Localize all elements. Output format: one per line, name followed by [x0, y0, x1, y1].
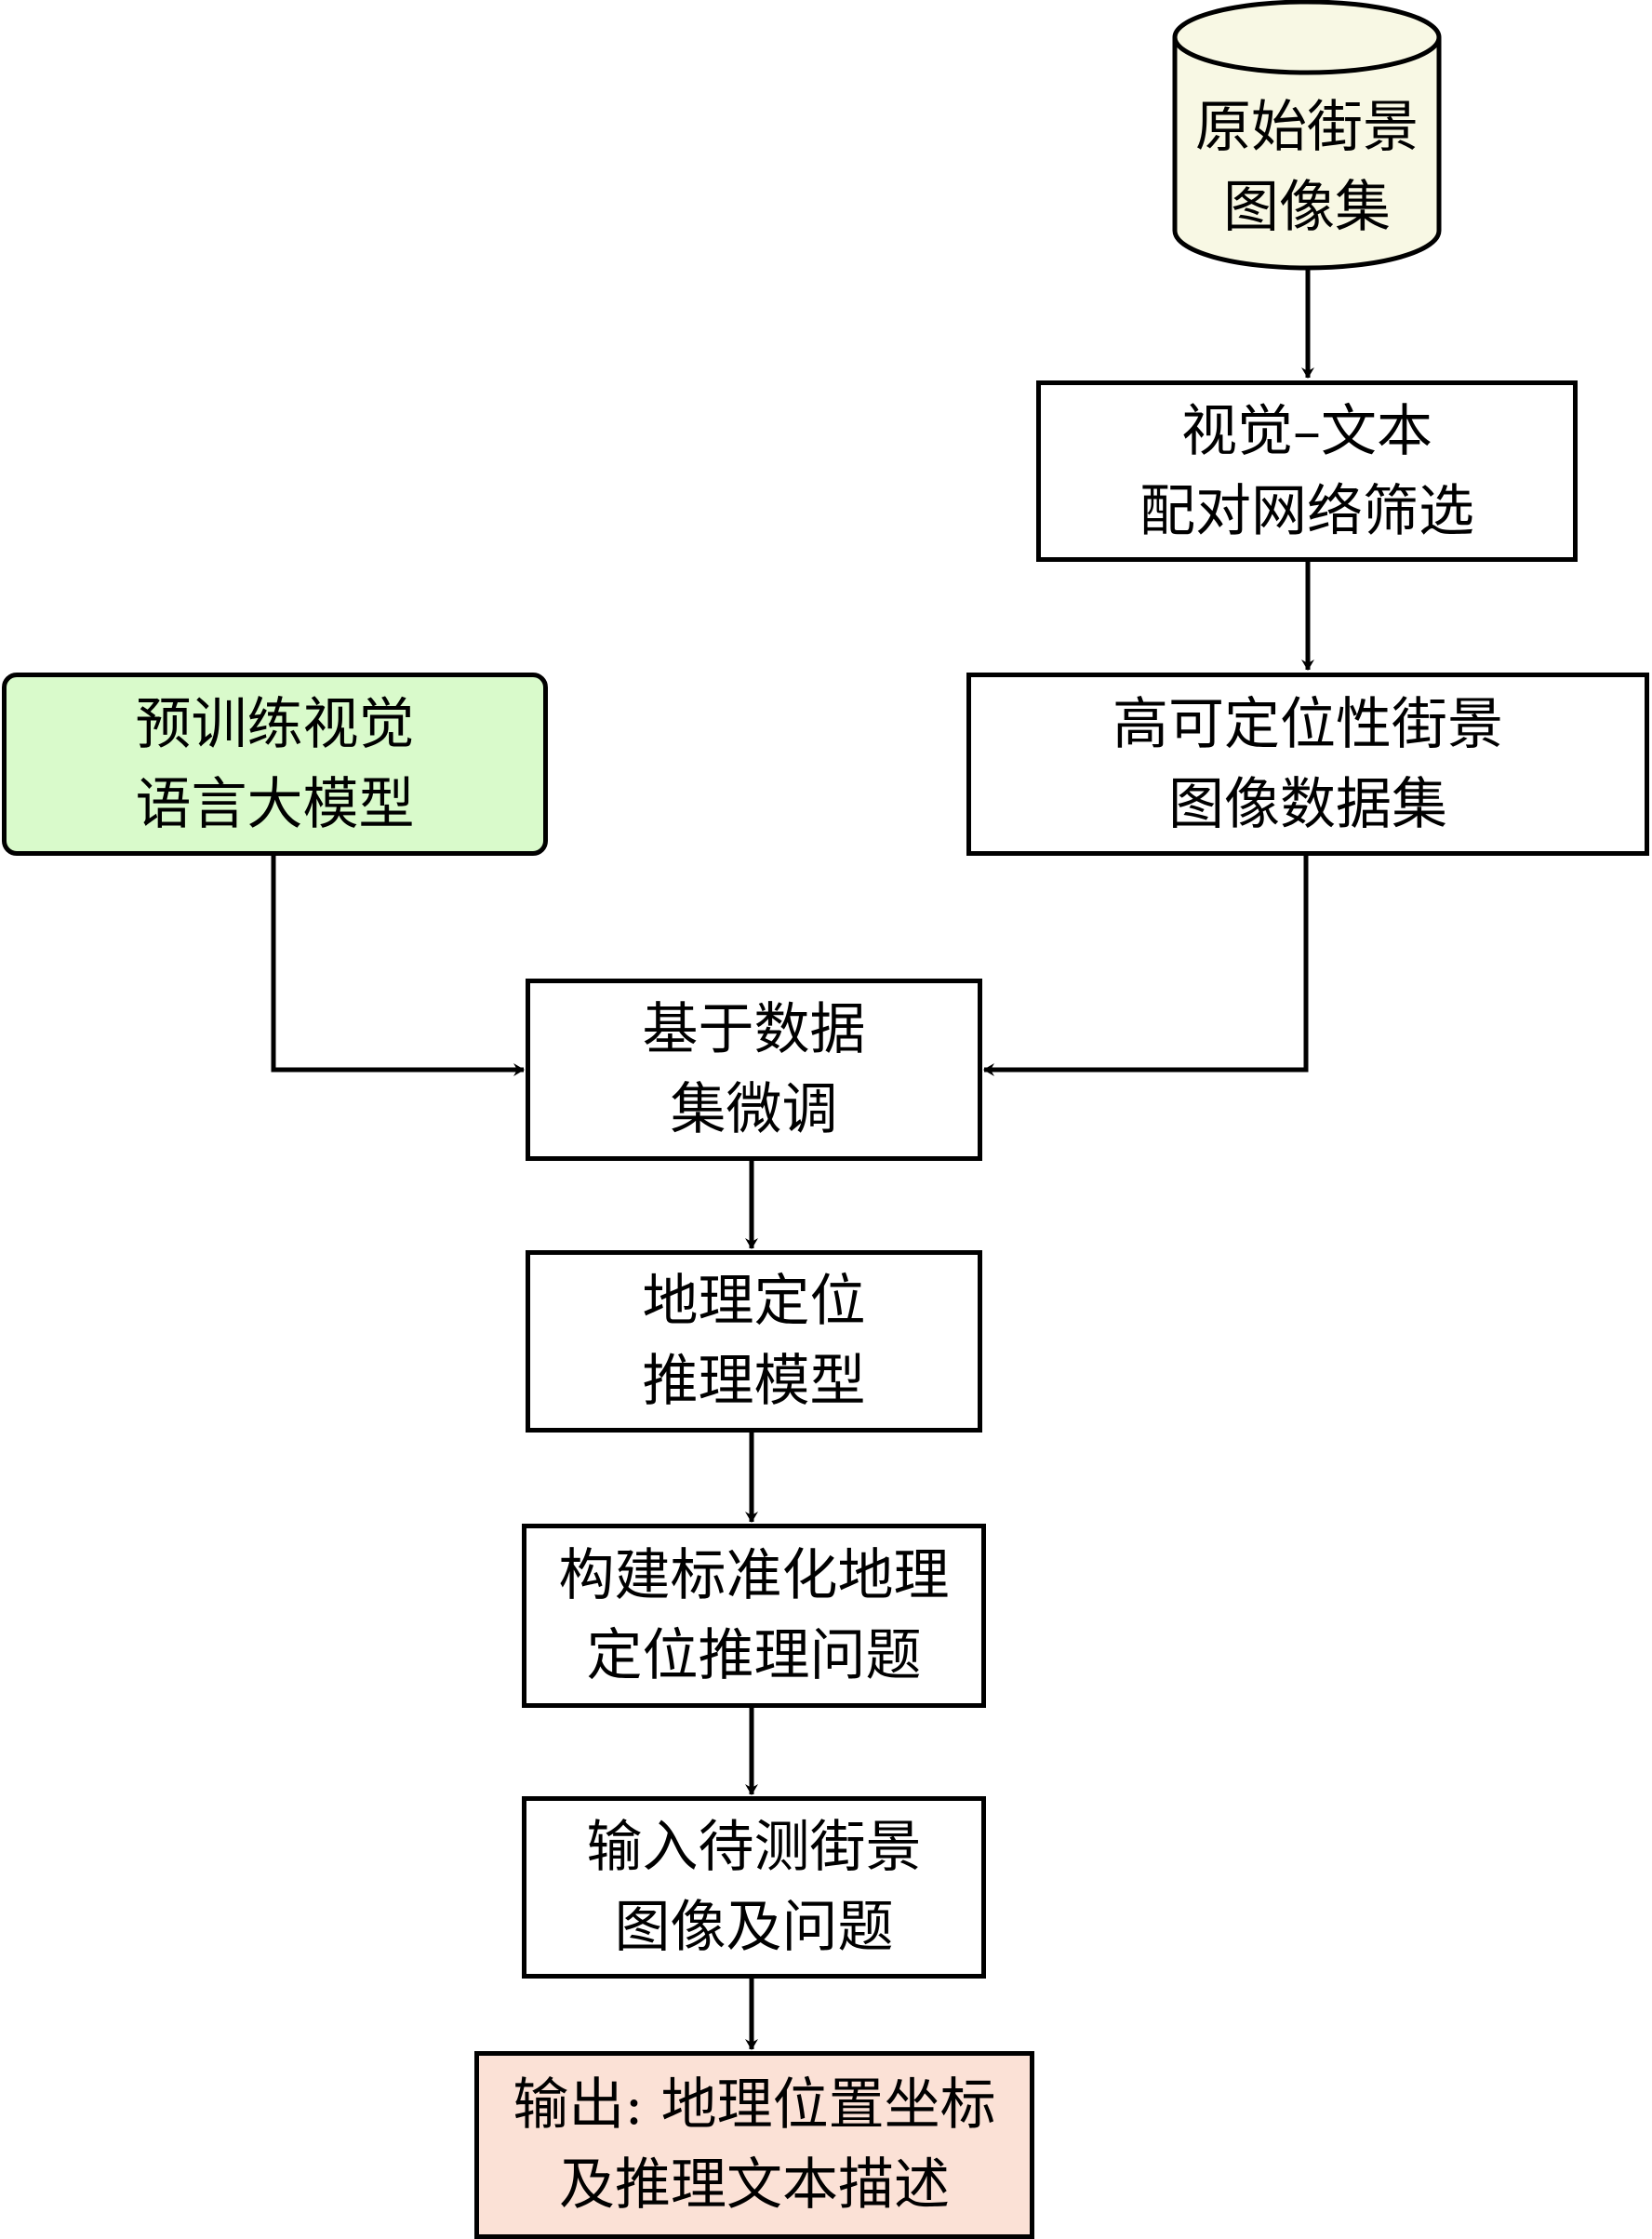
node-line: 预训练视觉 [135, 691, 415, 757]
node-line: 语言大模型 [135, 771, 415, 837]
node-line: 输入待测街景 [586, 1815, 922, 1880]
node-line: 推理模型 [642, 1349, 866, 1414]
source-dataset-label: 原始街景 图像集 [1173, 84, 1441, 251]
node-line: 高可定位性街景 [1112, 691, 1503, 757]
input-node: 输入待测街景 图像及问题 [522, 1796, 986, 1979]
node-line: 原始街景 [1195, 95, 1419, 160]
cylinder-top [1172, 0, 1442, 75]
node-line: 图像及问题 [614, 1895, 894, 1960]
node-line: 构建标准化地理 [558, 1543, 950, 1608]
edges [271, 270, 1314, 2050]
edge-vlm-to-finetune [271, 854, 525, 1076]
node-line: 配对网络筛选 [1139, 478, 1474, 544]
node-line: 输出: 地理位置坐标 [513, 2072, 996, 2138]
pretrained-vlm-node: 预训练视觉 语言大模型 [2, 673, 548, 856]
node-line: 图像数据集 [1168, 771, 1447, 837]
edge-dataset-to-finetune [983, 854, 1309, 1076]
finetune-node: 基于数据 集微调 [526, 979, 982, 1161]
output-node: 输出: 地理位置坐标 及推理文本描述 [474, 2051, 1034, 2239]
high-loc-dataset-node: 高可定位性街景 图像数据集 [966, 673, 1649, 856]
node-line: 定位推理问题 [586, 1623, 922, 1688]
node-line: 地理定位 [642, 1269, 866, 1334]
vt-filter-node: 视觉–文本 配对网络筛选 [1036, 380, 1578, 562]
build-questions-node: 构建标准化地理 定位推理问题 [522, 1524, 986, 1708]
geo-model-node: 地理定位 推理模型 [526, 1250, 982, 1433]
source-dataset-cylinder [1172, 0, 1442, 271]
node-line: 图像集 [1223, 175, 1391, 240]
node-line: 集微调 [670, 1077, 838, 1142]
cylinder-body [1172, 37, 1442, 271]
node-line: 及推理文本描述 [559, 2152, 950, 2218]
node-line: 视觉–文本 [1181, 398, 1432, 464]
node-line: 基于数据 [642, 997, 866, 1062]
